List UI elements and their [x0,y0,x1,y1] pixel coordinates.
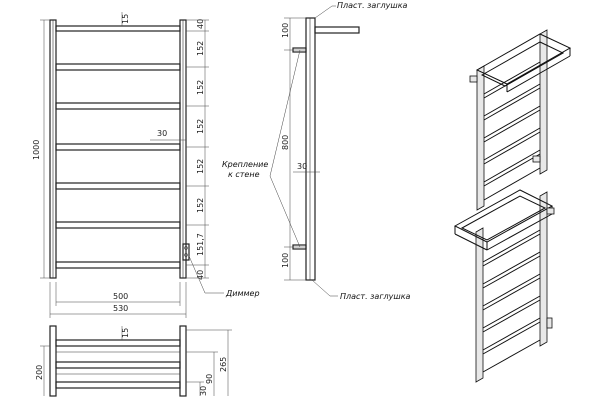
top-view-left-rail [49,325,57,397]
top-view-right-rail [179,325,187,397]
rung [55,261,181,269]
top-view-bar [55,381,181,389]
spacing-ticks [186,19,209,279]
iso-rail [475,227,484,383]
iso-rungs [482,229,541,373]
outer-width-dim: 530 [113,304,128,313]
dimmer-label: Диммер [225,289,260,298]
top-view-depth-dim: 200 [35,365,44,380]
bottom-plug-label: Пласт. заглушка [340,292,411,301]
rungs [55,63,181,269]
rung [55,182,181,190]
rung [55,102,181,110]
top-view-bar [55,361,181,369]
side-depth-dim: 30 [297,162,307,171]
side-view: 100 800 100 30 Пласт. заглушка Пласт. за… [222,1,411,301]
rung [55,221,181,229]
front-view: 1000 15 40 152 152 152 152 152 151,7 40 … [32,12,260,318]
spacing-dim: 151,7 [196,233,205,256]
top-view-dim-265: 265 [219,357,228,372]
top-view-dim-30: 30 [199,386,208,396]
spacing-dim: 152 [196,198,205,213]
top-offset-dim: 40 [196,19,205,29]
spacing-dim: 152 [196,41,205,56]
side-rail [305,17,316,281]
iso-rungs [483,61,541,201]
top-gap-dim: 15 [121,14,130,24]
mounting-label-2: к стене [228,170,260,179]
mounting-label-1: Крепление [222,160,268,169]
rung-gap-dim: 30 [157,129,167,138]
isometric-view-front [453,189,555,383]
iso-rail [539,191,548,347]
spacing-dim: 152 [196,80,205,95]
iso-rail [476,65,485,211]
side-bottom-dim: 100 [281,253,290,268]
side-top-bar [314,26,360,34]
dimmer-box [182,243,190,261]
top-view-gap-dim: 15 [121,328,130,338]
side-top-dim: 100 [281,23,290,38]
spacing-dim: 152 [196,159,205,174]
top-view-dim-90: 90 [205,374,214,384]
rung [55,63,181,71]
bottom-offset-dim: 40 [196,270,205,280]
height-dim: 1000 [32,140,41,160]
inner-width-dim: 500 [113,292,128,301]
iso-rail [539,29,548,175]
side-mid-dim: 800 [281,135,290,150]
top-view: 15 200 30 90 265 [35,325,232,397]
top-plug-label: Пласт. заглушка [337,1,408,10]
top-view-bar [55,339,181,347]
spacing-dim: 152 [196,119,205,134]
isometric-view-back [469,29,572,211]
rung [55,143,181,151]
top-rung [55,25,181,32]
